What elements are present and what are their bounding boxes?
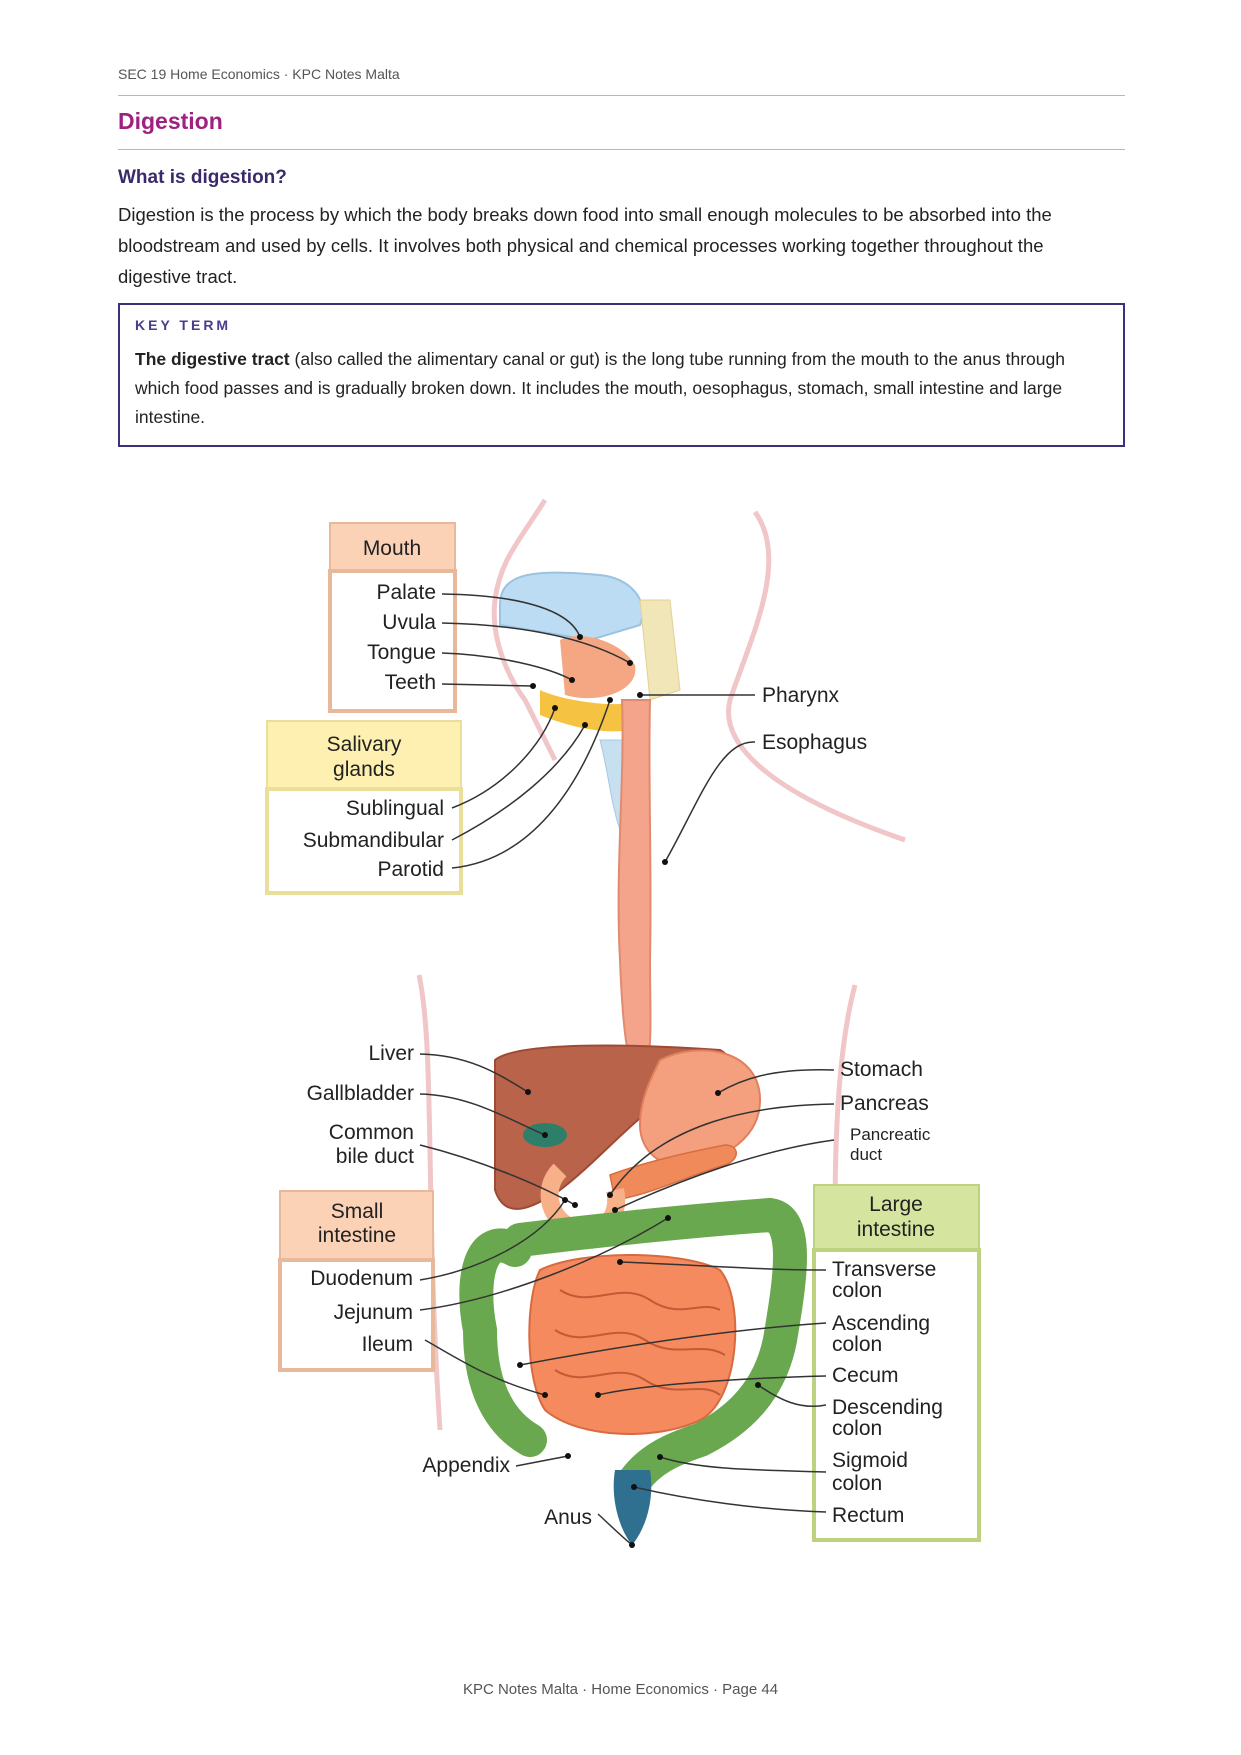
jaw-glands-shape bbox=[540, 690, 640, 732]
small-items-box bbox=[278, 1258, 435, 1372]
page-header: SEC 19 Home Economics · KPC Notes Malta bbox=[118, 66, 400, 82]
label-esophagus: Esophagus bbox=[762, 731, 867, 754]
key-term-definition: (also called the alimentary canal or gut… bbox=[135, 349, 1065, 427]
pancreas-shape bbox=[609, 1144, 737, 1201]
head-organs bbox=[499, 571, 681, 831]
salivary-item-sublingual: Sublingual bbox=[346, 797, 444, 820]
large-item-descending-1: Descending bbox=[832, 1396, 943, 1419]
label-common-bile-duct-1: Common bbox=[329, 1121, 414, 1144]
large-intestine-shape bbox=[459, 1197, 807, 1497]
mouth-title-box bbox=[329, 522, 456, 572]
large-title-2: intestine bbox=[857, 1218, 935, 1241]
small-intestine-group: Small intestine Duodenum Jejunum Ileum bbox=[278, 1190, 435, 1372]
mouth-item-teeth: Teeth bbox=[385, 671, 436, 694]
label-gallbladder: Gallbladder bbox=[307, 1082, 414, 1105]
large-title-box bbox=[813, 1184, 980, 1251]
small-intestine-folds bbox=[554, 1289, 726, 1396]
key-term-text: The digestive tract (also called the ali… bbox=[135, 345, 1110, 432]
mouth-item-palate: Palate bbox=[376, 581, 436, 604]
large-item-transverse-2: colon bbox=[832, 1279, 882, 1302]
key-term-term: The digestive tract bbox=[135, 349, 290, 369]
salivary-title-box bbox=[266, 720, 462, 790]
label-appendix: Appendix bbox=[422, 1454, 510, 1477]
label-common-bile-duct-2: bile duct bbox=[336, 1145, 414, 1168]
salivary-item-submandibular: Submandibular bbox=[303, 829, 444, 852]
large-item-sigmoid-1: Sigmoid bbox=[832, 1449, 908, 1472]
esophagus-shape bbox=[617, 699, 652, 1061]
large-item-cecum: Cecum bbox=[832, 1364, 899, 1387]
large-item-transverse-1: Transverse bbox=[832, 1258, 936, 1281]
mouth-title: Mouth bbox=[363, 537, 421, 560]
label-anus: Anus bbox=[544, 1506, 592, 1529]
mouth-item-uvula: Uvula bbox=[382, 611, 436, 634]
small-title-1: Small bbox=[331, 1200, 384, 1223]
mouth-items-box bbox=[328, 569, 457, 713]
large-item-ascending-2: colon bbox=[832, 1333, 882, 1356]
leader-lines bbox=[419, 593, 835, 1546]
tongue-shape bbox=[560, 636, 636, 699]
mouth-group: Mouth Palate Uvula Tongue Teeth bbox=[328, 522, 457, 713]
salivary-title-2: glands bbox=[333, 758, 395, 781]
large-items-box bbox=[812, 1248, 981, 1542]
key-term-label: KEY TERM bbox=[135, 317, 232, 333]
small-item-duodenum: Duodenum bbox=[310, 1267, 413, 1290]
title-rule bbox=[118, 149, 1125, 150]
small-item-ileum: Ileum bbox=[362, 1333, 413, 1356]
large-item-descending-2: colon bbox=[832, 1417, 882, 1440]
diagram-labels: Pharynx Esophagus Liver Gallbladder Comm… bbox=[307, 684, 931, 1529]
salivary-title-1: Salivary bbox=[327, 733, 402, 756]
section-paragraph: Digestion is the process by which the bo… bbox=[118, 204, 1052, 287]
salivary-group: Salivary glands Sublingual Submandibular… bbox=[265, 720, 463, 895]
small-title-2: intestine bbox=[318, 1224, 396, 1247]
label-pancreatic-duct-1: Pancreatic bbox=[850, 1125, 931, 1144]
large-item-ascending-1: Ascending bbox=[832, 1312, 930, 1335]
pharynx-shape bbox=[639, 599, 681, 701]
mouth-item-tongue: Tongue bbox=[367, 641, 436, 664]
label-pharynx: Pharynx bbox=[762, 684, 840, 707]
large-title-1: Large bbox=[869, 1193, 923, 1216]
small-title-box bbox=[279, 1190, 434, 1261]
label-stomach: Stomach bbox=[840, 1058, 923, 1081]
page-footer: KPC Notes Malta · Home Economics · Page … bbox=[462, 1681, 779, 1698]
label-liver: Liver bbox=[368, 1042, 414, 1065]
section-heading: What is digestion? bbox=[118, 167, 287, 188]
header-rule bbox=[118, 95, 1125, 96]
small-item-jejunum: Jejunum bbox=[334, 1301, 413, 1324]
key-term-box: KEY TERM The digestive tract (also calle… bbox=[118, 303, 1125, 447]
salivary-items-box bbox=[265, 787, 463, 895]
leader-dots bbox=[517, 634, 761, 1548]
page-title: Digestion bbox=[118, 108, 223, 134]
label-pancreas: Pancreas bbox=[840, 1092, 929, 1115]
label-pancreatic-duct-2: duct bbox=[850, 1145, 882, 1164]
large-item-rectum: Rectum bbox=[832, 1504, 904, 1527]
large-intestine-group: Large intestine Transverse colon Ascendi… bbox=[812, 1184, 981, 1542]
small-intestine-shape bbox=[528, 1254, 737, 1435]
large-item-sigmoid-2: colon bbox=[832, 1472, 882, 1495]
salivary-item-parotid: Parotid bbox=[377, 858, 444, 881]
